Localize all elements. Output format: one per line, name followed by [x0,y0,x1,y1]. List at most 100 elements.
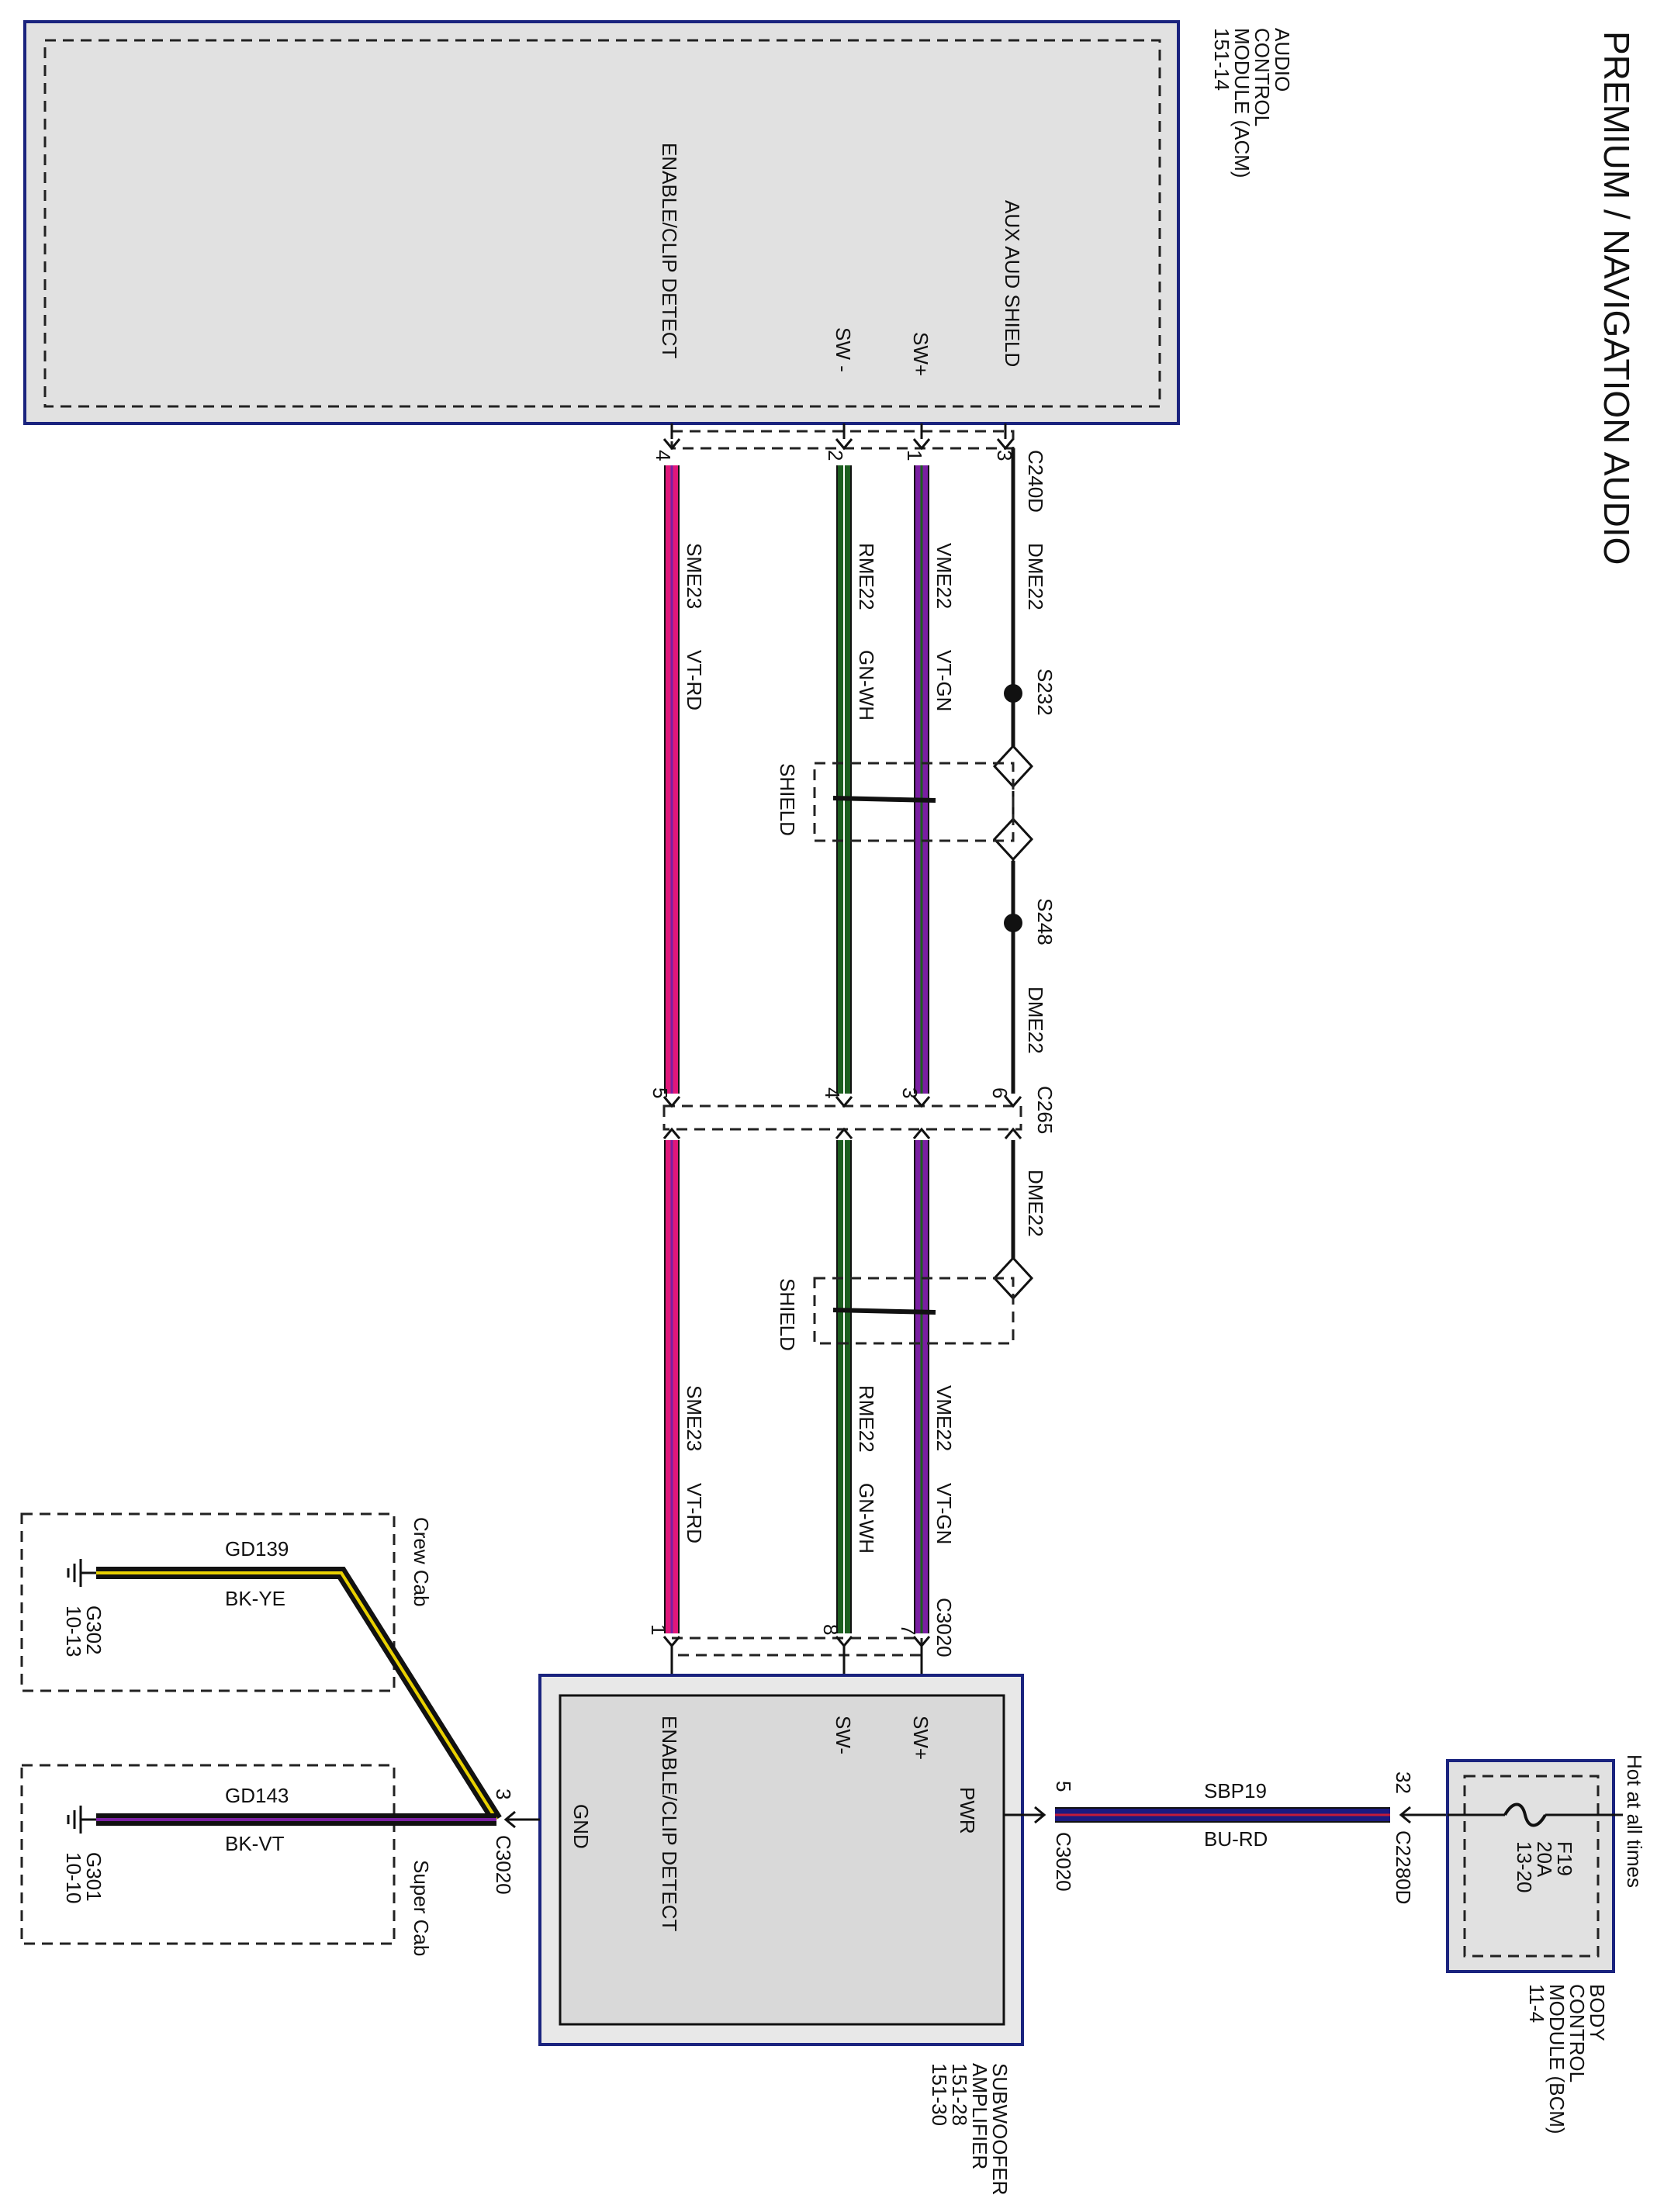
diagram-title: PREMIUM / NAVIGATION AUDIO [1596,31,1637,565]
bk-ye-label: BK-YE [225,1587,285,1610]
splice-s248-label: S248 [1033,898,1057,945]
acm-module-name: AUDIO CONTROL MODULE (ACM) 151-14 [1210,28,1294,178]
c265-pin-4: 4 [821,1087,844,1098]
subwoofer-pin-enable-clip: ENABLE/CLIP DETECT [658,1716,681,1932]
c3020-label-pwr: C3020 [1052,1832,1075,1892]
c240d-label: C240D [1024,450,1047,513]
dme22-label-1: DME22 [1024,543,1047,610]
ground-symbol-g302 [67,1559,96,1587]
bcm-module-box [1446,1759,1615,1973]
g302-label-line-1: G302 [82,1605,106,1655]
super-cab-label: Super Cab [410,1860,433,1956]
subwoofer-name-line-3: 151-28 [948,2063,971,2126]
super-cab-option-box [20,1764,396,1945]
c3020-signal-dashed-outline [670,1637,923,1657]
subwoofer-pin-sw-plus: SW+ [909,1716,932,1760]
shield-group-1: SHIELD [776,762,1015,842]
c3020-signal-connector: C3020 7 8 1 [647,1598,956,1675]
gd139-label: GD139 [225,1537,289,1560]
subwoofer-name-line-2: AMPLIFIER [968,2063,991,2169]
subwoofer-name-line-1: SUBWOOFER [988,2063,1012,2195]
gn-wh-label-1: GN-WH [855,650,878,721]
shield-group-2: SHIELD [776,1277,1015,1351]
subwoofer-amplifier: SUBWOOFER AMPLIFIER 151-28 151-30 PWR SW… [538,1674,1024,2195]
c3020-pin-3: 3 [492,1789,515,1799]
vme22-label-2: VME22 [932,1385,956,1451]
c240d-pin-3: 3 [993,450,1016,461]
subwoofer-pin-gnd: GND [569,1804,593,1849]
gn-wh-label-2: GN-WH [855,1483,878,1554]
splice-s248-dot [1004,914,1022,932]
vt-gn-label-2: VT-GN [932,1483,956,1544]
sme23-label-1: SME23 [683,543,706,609]
c265-pin-6: 6 [988,1087,1012,1098]
drain-wire-dme22: DME22 DME22 DME22 S232 S248 [992,448,1057,1301]
subwoofer-inner-box [559,1694,1005,2026]
signal-wires-upper: VME22 VT-GN RME22 GN-WH SME23 VT-RD [664,465,956,1094]
bcm-name-line-4: 11-4 [1525,1984,1548,2023]
subwoofer-name: SUBWOOFER AMPLIFIER 151-28 151-30 [928,2063,1012,2195]
c265-dashed-outline [662,1104,1022,1131]
c240d-pin-4: 4 [652,450,675,461]
g301-label-line-1: G301 [82,1852,106,1902]
shield-label-2: SHIELD [776,1278,799,1351]
fuse-f19-icon [1503,1802,1547,1827]
dme22-label-3: DME22 [1024,1170,1047,1237]
ground-circuits: 3 C3020 Crew Cab GD139 BK-YE G302 10-13 … [20,1512,540,1956]
bcm-name: BODY CONTROL MODULE (BCM) 11-4 [1525,1984,1609,2134]
bcm-module: F19 20A 13-20 Hot at all times BODY CONT… [1446,1754,1646,2134]
gd143-label: GD143 [225,1784,289,1807]
rme22-label-2: RME22 [855,1385,878,1453]
acm-name-line-4: 151-14 [1210,28,1233,91]
subwoofer-pin-sw-minus: SW- [832,1716,855,1754]
sbp19-label: SBP19 [1204,1779,1267,1802]
acm-pin-enable-clip: ENABLE/CLIP DETECT [658,143,681,359]
acm-module: AUDIO CONTROL MODULE (ACM) 151-14 AUX AU… [23,20,1294,425]
acm-pin-aux-aud-shield: AUX AUD SHIELD [1001,200,1024,367]
signal-wires-lower: VME22 VT-GN RME22 GN-WH SME23 VT-RD [664,1140,956,1633]
ground-symbol-g301 [67,1806,96,1834]
acm-name-line-2: CONTROL [1251,28,1274,126]
fuse-line-3: 13-20 [1513,1841,1536,1893]
c3020-pin-5: 5 [1052,1781,1075,1792]
bcm-name-line-1: BODY [1586,1984,1609,2041]
acm-pin-sw-minus: SW - [832,327,855,372]
bcm-dashed-border [1463,1775,1600,1958]
fuse-line-2: 20A [1533,1841,1556,1878]
c265-pin-3: 3 [898,1087,922,1098]
splice-s232-label: S232 [1033,669,1057,716]
g301-label-line-2: 10-10 [62,1852,85,1904]
c3020-pin-1: 1 [647,1624,670,1635]
acm-name-line-3: MODULE (ACM) [1230,28,1254,178]
vt-gn-label-1: VT-GN [932,650,956,711]
vt-rd-label-1: VT-RD [683,650,706,710]
c2280d-label: C2280D [1392,1830,1415,1904]
c2280d-pin-32: 32 [1392,1771,1415,1794]
sme23-label-2: SME23 [683,1385,706,1451]
splice-s232-dot [1004,684,1022,703]
c265-label: C265 [1033,1086,1057,1134]
hot-at-all-times: Hot at all times [1623,1754,1646,1888]
crew-cab-option-box [20,1512,396,1692]
c265-pin-5: 5 [649,1087,672,1098]
bu-rd-label: BU-RD [1204,1827,1268,1851]
acm-module-box [23,20,1180,425]
dme22-label-2: DME22 [1024,987,1047,1054]
subwoofer-name-line-4: 151-30 [928,2063,951,2126]
bk-vt-label: BK-VT [225,1832,285,1855]
c3020-label-gnd: C3020 [492,1835,515,1895]
crew-cab-label: Crew Cab [410,1517,433,1607]
c265-connector: C265 6 3 4 5 [649,1086,1057,1139]
acm-module-dashed-border [43,39,1161,408]
c240d-pins [662,423,1015,451]
wire-gd139 [96,1567,502,1823]
rme22-label-1: RME22 [855,543,878,610]
c3020-pin-7: 7 [897,1624,920,1635]
c240d-connector: C240D 3 1 2 4 [652,423,1047,513]
subwoofer-pin-pwr: PWR [956,1787,979,1834]
c3020-label-signal: C3020 [932,1598,956,1657]
c240d-pin-2: 2 [824,450,847,461]
bcm-name-line-3: MODULE (BCM) [1545,1984,1569,2134]
g302-label-line-2: 10-13 [62,1605,85,1657]
